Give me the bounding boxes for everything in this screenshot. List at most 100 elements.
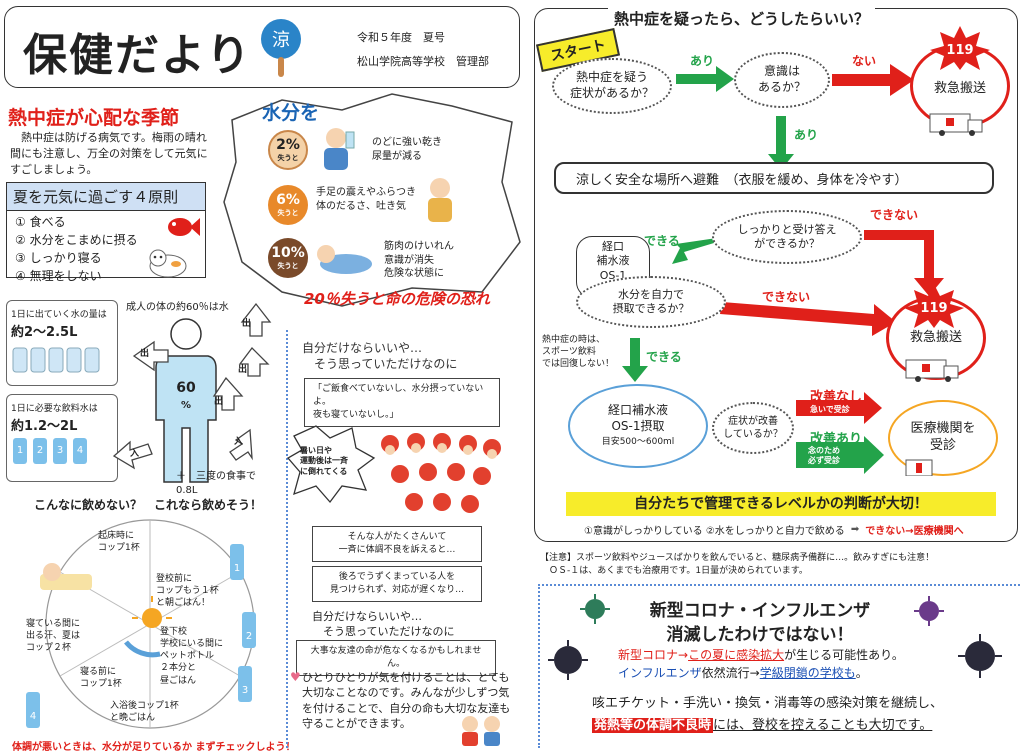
intro-text: 熱中症は防げる病気です。梅雨の晴れ間にも注意し、万全の対策をして元気にすごしまし…: [10, 131, 208, 176]
bottle-icon: 2: [33, 438, 47, 465]
water-bottle-1-icon: 1: [230, 544, 244, 580]
corona-line-1: 新型コロナ→この夏に感染拡大が生じる可能性あり。: [618, 648, 904, 662]
corona-panel: [538, 584, 1020, 748]
meals-text: ＋ 三度の食事で 0.8L: [176, 471, 256, 496]
q-drink-self: 水分を自力で 摂取できるか？: [576, 276, 726, 328]
cat-icon: [146, 246, 190, 282]
loss-6-pct: 6%: [276, 192, 300, 208]
water-need-text-2: 約1.2〜2L: [11, 419, 78, 435]
story-thought-1: 自分だけならいいや… そう思っていただけなのに: [302, 341, 458, 372]
ors-intake-title: 経口補水液 OS-1摂取: [607, 403, 668, 433]
loss-6-sub: 失うと: [277, 209, 299, 217]
goldfish-icon: [164, 212, 200, 246]
loss-2-circle: 2% 失うと: [268, 130, 308, 170]
summary-line: ①意識がしっかりしている ②水をしっかりと自力で飲める ➡ できない→医療機関へ: [584, 522, 964, 537]
principle-item-1: ① 食べる: [15, 215, 66, 229]
drink-item-school: 登下校 学校にいる間に ペットボトル ２本分と 昼ごはん: [160, 627, 224, 686]
water-bottle-2-icon: 2: [242, 612, 256, 648]
body-pct: 60%: [176, 380, 196, 411]
water-need-box: 1日に必要な飲料水は 約1.2〜2L 1 2 3 4: [6, 394, 118, 482]
svg-text:119: 119: [946, 43, 973, 58]
ambulance-icon-2: [904, 354, 960, 386]
burst-119-icon-1: 119: [930, 26, 990, 74]
loss-10-pct: 10%: [271, 245, 305, 261]
heart-icon: ♥: [290, 670, 301, 684]
drink-item-after-bath: 入浴後コップ1杯 と晩ごはん: [110, 701, 179, 724]
action-text: 涼しく安全な場所へ避難 （衣服を緩め、身体を冷やす）: [576, 172, 908, 188]
ors-intake-oval: 経口補水液 OS-1摂取 目安500〜600ml: [568, 384, 708, 468]
corona-title-2: 消滅したわけではない！: [666, 625, 854, 645]
summary-otherwise: できない→医療機関へ: [865, 526, 964, 537]
danger-text: 20％失うと命の危険の恐れ: [304, 290, 490, 308]
crowd-illustration: [370, 428, 510, 524]
drink-heading: こんなに飲めない？ これなら飲めそう！: [34, 498, 263, 512]
loss-10-circle: 10% 失うと: [268, 238, 308, 278]
caution-note: 【注意】スポーツ飲料やジュースばかりを飲んでいると、糖尿病予備群に…。飲みすぎに…: [540, 553, 935, 577]
out-arrows: [118, 300, 278, 464]
friends-icon: [456, 712, 508, 752]
loss-10-desc: 筋肉のけいれん 意識が消失 危険な状態に: [384, 241, 454, 279]
q-respond: しっかりと受け答え ができるか？: [712, 210, 862, 264]
burst-119-icon-2: 119: [904, 284, 964, 332]
flow-arrows: [534, 8, 1018, 546]
drink-item-sleep-sweat: 寝ている間に 出る汗、夏は コップ２杯: [26, 619, 81, 654]
label-ari-1: あり: [690, 54, 715, 68]
q-conscious: 意識は あるか？: [734, 52, 830, 108]
drink-item-before-school: 登校前に コップもう１杯 と朝ごはん！: [156, 574, 219, 609]
water-out-box: 1日に出ていく水の量は 約2〜2.5L: [6, 300, 118, 386]
column-divider: [286, 330, 288, 748]
virus-icon-2: [914, 596, 944, 630]
loss-2-desc: のどに強い乾き 尿量が減る: [372, 137, 442, 162]
emergency-label-1: 救急搬送: [933, 80, 986, 96]
school-label: 松山学院高等学校 管理部: [357, 55, 489, 68]
judge-banner: 自分たちで管理できるレベルかの判断が大切！: [566, 492, 996, 516]
body-silhouette: [150, 316, 222, 490]
principles-heading: 夏を元気に過ごす４原則: [7, 183, 205, 211]
label-ari-2: あり: [794, 128, 819, 142]
label-dekiru-1: できる: [644, 234, 680, 248]
out-label-3: 出: [238, 365, 248, 375]
loss-10-sub: 失うと: [277, 262, 299, 270]
label-dekiru-2: できる: [646, 350, 682, 364]
sports-drink-note: 熱中症の時は、 スポーツ飲料 では回復しない！: [542, 335, 615, 370]
arrow-right-icon: ➡: [850, 524, 860, 535]
out-label-1: 出: [140, 349, 150, 359]
water-drops-icon: [7, 340, 117, 380]
bottle-icon: 1: [13, 438, 27, 465]
out-label-2: 出: [242, 319, 252, 329]
page-title: 保健だより: [23, 30, 253, 81]
water-bottle-3-icon: 3: [238, 666, 252, 702]
water-bottle-4-icon: 4: [26, 692, 40, 728]
fan-badge: 涼: [272, 30, 290, 51]
emergency-label-2: 救急搬送: [909, 329, 962, 345]
ambulance-icon-1: [928, 108, 984, 140]
in-label-2: 入: [234, 437, 244, 447]
dizzy-person-icon: [420, 176, 460, 228]
water-need-text-1: 1日に必要な飲料水は: [11, 404, 98, 414]
crowd-burst: [286, 424, 376, 508]
flowchart-title: 熱中症を疑ったら、どうしたらいい？: [608, 8, 876, 29]
intro-heading: 熱中症が心配な季節: [8, 107, 180, 129]
drink-item-before-bed: 寝る前に コップ1杯: [80, 667, 122, 690]
label-dekinai-2: できない: [762, 290, 811, 304]
virus-icon-1: [580, 594, 610, 628]
in-label-1: 入: [130, 449, 140, 459]
water-heading: 水分を: [262, 102, 320, 124]
virus-icon-3: [548, 640, 588, 684]
story-thought-2: 自分だけならいいや… そう思っていただけなのに: [312, 610, 455, 638]
story-bubble-1: そんな人がたくさんいて 一斉に体調不良を訴えると…: [312, 526, 482, 563]
label-improve: 改善あり: [810, 432, 863, 447]
story-bubble-3: 大事な友達の命が危なくなるかもしれません。: [296, 640, 496, 677]
adult-water-label: 成人の体の約60％は水: [126, 302, 229, 313]
principle-item-3: ③ しっかり寝る: [15, 251, 102, 265]
principle-item-4: ④ 無理をしない: [15, 269, 102, 283]
tag-just-in-case: 念のため 必ず受診: [808, 446, 840, 465]
water-out-text-2: 約2〜2.5L: [11, 325, 78, 341]
tag-urgent: 急いで受診: [810, 405, 850, 414]
summary-conditions: ①意識がしっかりしている ②水をしっかりと自力で飲める: [584, 526, 845, 537]
drinking-boy-icon: [316, 124, 360, 176]
corona-line-4: 発熱等の体調不良時には、登校を控えることも大切です。: [592, 718, 933, 733]
label-dekinai-1: できない: [870, 208, 919, 222]
crowd-label: 暑い日や 運動後は一斉 に倒れてくる: [300, 446, 348, 476]
sleeping-child-icon: [36, 558, 96, 598]
